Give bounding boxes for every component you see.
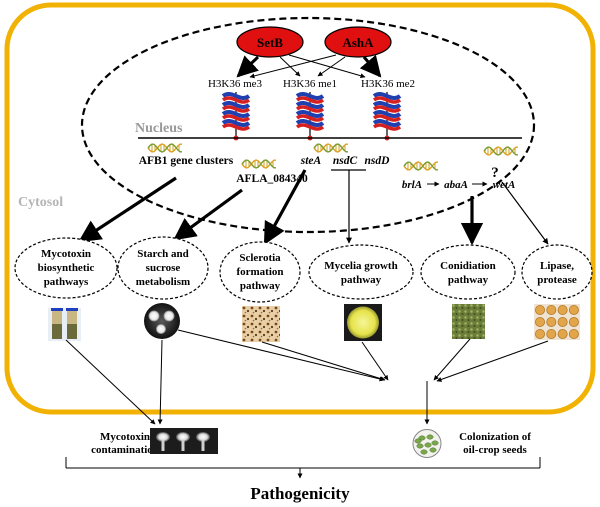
pathway-starch-line3: metabolism	[136, 276, 190, 288]
pathway-starch: Starch and sucrose metabolism	[117, 236, 209, 300]
histone-chromatin-icon	[295, 92, 325, 141]
arrow-asha-me1	[317, 56, 346, 77]
pathway-sclerotia-line1: Sclerotia	[239, 252, 281, 264]
pathway-conidiation-line1: Conidiation	[440, 260, 496, 272]
gene-afb1: AFB1 gene clusters	[139, 155, 234, 167]
arrow-asha-me2	[359, 54, 382, 78]
pathway-sclerotia: Sclerotia formation pathway	[219, 241, 301, 303]
dna-helix-icon	[147, 143, 183, 153]
pathway-sclerotia-line2: formation	[236, 266, 283, 278]
outcome-contamination-line2: contamination	[91, 444, 159, 456]
asha-enzyme	[324, 26, 392, 58]
arrow-mycotoxin-contamination	[65, 339, 156, 425]
pathway-lipase-line1: Lipase,	[540, 260, 574, 272]
arrow-sclerotia-hub	[261, 341, 386, 382]
pathway-conidiation-line2: pathway	[448, 274, 489, 286]
pathway-conidiation: Conidiation pathway	[420, 244, 516, 300]
gene-nsdc: nsdC	[333, 155, 358, 167]
tlc-plate-icon	[48, 308, 81, 341]
outcome-contamination-line1: Mycotoxin	[100, 431, 150, 443]
pathway-mycotoxin-line3: pathways	[44, 276, 89, 288]
arrow-afla-starch	[173, 188, 243, 241]
gene-brla: brlA	[402, 179, 422, 191]
arrow-starch-contamination	[157, 339, 163, 425]
tlc-spots-icon	[150, 428, 218, 454]
colony-plate-icon	[142, 302, 182, 340]
dna-helix-icon	[483, 146, 519, 156]
cell-border	[4, 2, 596, 415]
setb-label: SetB	[257, 35, 283, 50]
conidia-photo-icon	[452, 304, 485, 339]
mark-me3: H3K36 me3	[208, 78, 263, 90]
pathway-starch-line2: sucrose	[146, 262, 181, 274]
pathway-sclerotia-line3: pathway	[240, 280, 281, 292]
pathogenicity-bracket	[65, 457, 541, 479]
outcome-colonization-line2: oil-crop seeds	[463, 444, 527, 456]
sclerotia-photo-icon	[242, 306, 280, 342]
pathogenicity-label: Pathogenicity	[250, 484, 350, 503]
well-plate-icon	[534, 304, 580, 340]
gene-stea: steA	[300, 155, 322, 167]
pathway-mycelia: Mycelia growth pathway	[308, 244, 414, 300]
pathway-lipase: Lipase, protease	[521, 244, 593, 300]
outcome-colonization-line1: Colonization of	[459, 431, 531, 443]
arrow-starch-hub	[177, 329, 385, 382]
unknown-gene-mark: ?	[491, 165, 499, 181]
nucleus-label: Nucleus	[135, 121, 183, 136]
arrow-unknown-lipase	[501, 181, 549, 245]
mark-me1: H3K36 me1	[283, 78, 337, 90]
histone-chromatin-icon	[372, 92, 402, 141]
gene-pathway-arrows	[78, 169, 549, 246]
gene-abaa: abaA	[444, 179, 468, 191]
gene-afla: AFLA_084340	[236, 173, 308, 185]
gene-nsdd: nsdD	[365, 155, 391, 167]
pathway-mycotoxin: Mycotoxin biosynthetic pathways	[14, 237, 118, 299]
pathway-mycotoxin-line2: biosynthetic	[38, 262, 95, 274]
pathway-mycotoxin-line1: Mycotoxin	[41, 248, 91, 260]
pathway-starch-line1: Starch and	[137, 248, 188, 260]
outcome-arrows	[65, 329, 549, 425]
arrow-setb-me2	[288, 54, 366, 79]
arrow-setb-me3	[236, 55, 260, 78]
dna-helix-icon	[403, 161, 439, 171]
pathway-mycelia-line2: pathway	[341, 274, 382, 286]
enzyme-arrows	[236, 54, 382, 79]
mark-me2: H3K36 me2	[361, 78, 415, 90]
dna-helix-icon	[313, 143, 349, 153]
arrow-lipase-hub	[436, 340, 549, 382]
mycelia-plate-icon	[344, 304, 382, 341]
seed-dish-icon	[410, 428, 444, 459]
asha-label: AshA	[342, 35, 374, 50]
nucleus-membrane	[80, 16, 536, 234]
arrow-afb1-mycotoxin	[78, 176, 177, 243]
arrow-asha-me3	[249, 54, 337, 79]
setb-enzyme	[236, 26, 304, 58]
arrow-stea-sclerotia	[263, 169, 307, 245]
cytosol-label: Cytosol	[18, 195, 63, 210]
arrow-conidiation-hub	[433, 338, 471, 381]
pathway-mycelia-line1: Mycelia growth	[324, 260, 397, 272]
dna-helix-icon	[241, 159, 277, 169]
pathway-lipase-line2: protease	[537, 274, 577, 286]
arrow-mycelia-hub	[361, 341, 389, 381]
histone-chromatin-icon	[221, 92, 251, 141]
